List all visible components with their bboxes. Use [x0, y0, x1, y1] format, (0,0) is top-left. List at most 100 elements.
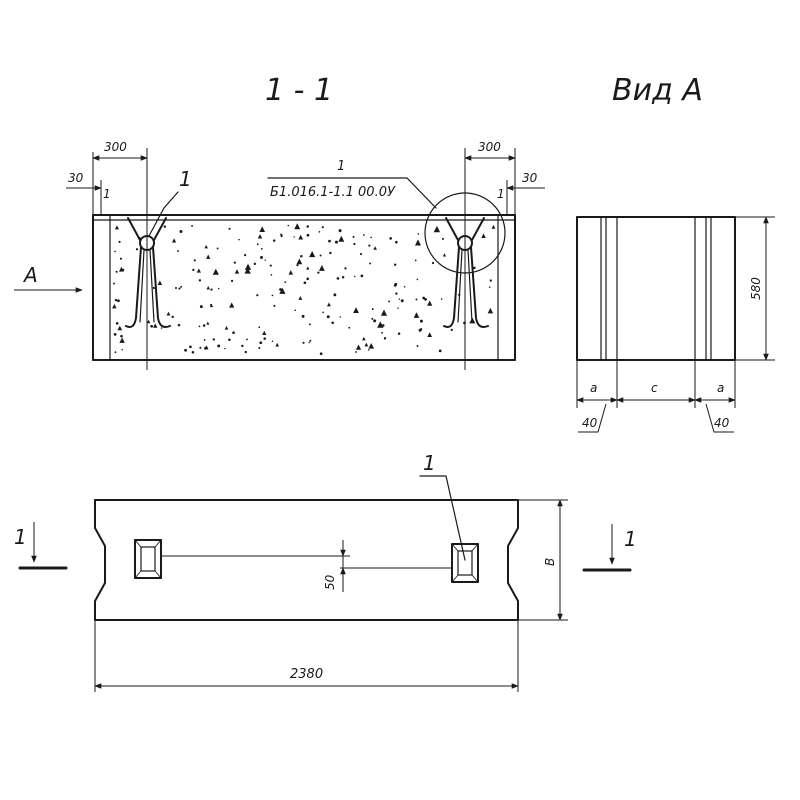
hatch-grain — [294, 223, 301, 230]
end-view-outline — [576, 216, 736, 361]
hatch-dot — [258, 326, 261, 329]
hatch-dot — [293, 236, 295, 238]
hatch-grain — [204, 345, 209, 350]
hatch-grain — [373, 246, 377, 250]
hatch-dot — [269, 264, 272, 267]
end-view: 580 a c a 40 40 — [576, 216, 775, 433]
hatch-dot — [329, 251, 332, 255]
hatch-dot — [121, 349, 123, 351]
hatch-dot — [362, 234, 365, 236]
hatch-dot — [367, 349, 370, 351]
hatch-grain — [355, 344, 362, 350]
view-title: Вид А — [612, 73, 703, 108]
hatch-dot — [294, 309, 296, 312]
hatch-dot — [230, 279, 234, 283]
hatch-dot — [422, 296, 426, 300]
hatch-dot — [256, 294, 259, 297]
hatch-dot — [333, 293, 337, 297]
hatch-dot — [383, 337, 387, 340]
hatch-dot — [150, 324, 154, 328]
hatch-dot — [302, 341, 305, 344]
section-loop-label: 1 — [179, 167, 192, 191]
hatch-dot — [414, 259, 417, 262]
hatch-dot — [309, 339, 312, 342]
hatch-dot — [177, 250, 180, 252]
dim-left-30: 30 — [68, 171, 84, 185]
hatch-dot — [174, 287, 178, 290]
hatch-dot — [344, 267, 347, 270]
hatch-grain — [491, 224, 496, 229]
hatch-grain — [114, 225, 119, 230]
hatch-grain — [244, 267, 251, 274]
hatch-grain — [433, 225, 441, 233]
hatch-dot — [177, 323, 181, 327]
hatch-dot — [359, 252, 363, 256]
hatch-dot — [424, 297, 427, 301]
hatch-dot — [199, 346, 202, 349]
hatch-dot — [400, 299, 404, 303]
hatch-dot — [238, 238, 240, 241]
hatch-grain — [364, 342, 369, 347]
hatch-grain — [206, 254, 211, 259]
hatch-dot — [217, 287, 220, 290]
hatch-dot — [431, 261, 435, 265]
hatch-grain — [353, 307, 359, 314]
hatch-dot — [256, 243, 259, 246]
hatch-dot — [114, 250, 116, 253]
hatch-dot — [178, 287, 181, 290]
hatch-dot — [473, 266, 476, 270]
hatch-grain — [377, 321, 384, 328]
hatch-dot — [319, 254, 322, 257]
plan-loop-label: 1 — [423, 451, 436, 475]
hatch-dot — [397, 332, 401, 335]
hatch-grain — [326, 302, 331, 307]
hatch-dot — [417, 233, 420, 235]
hatch-dot — [115, 270, 118, 273]
hatch-dot — [398, 298, 401, 300]
plan-dim-b: B — [543, 558, 557, 566]
hatch-dot — [284, 281, 287, 284]
hatch-grain — [279, 287, 286, 294]
hatch-dot — [319, 352, 323, 356]
hatch-grain — [117, 325, 123, 331]
hatch-dot — [415, 298, 418, 301]
hatch-grain — [298, 234, 304, 240]
hatch-dot — [287, 224, 290, 227]
section-view: 1 Б1.016.1-1.1 00.0У 1 300 30 1 300 30 1… — [14, 140, 545, 370]
concrete-hatch — [112, 223, 496, 356]
hatch-grain — [206, 321, 210, 325]
hatch-dot — [397, 307, 399, 309]
detail-leader — [267, 177, 437, 209]
plan-left-socket — [134, 539, 162, 579]
hatch-dot — [388, 300, 391, 303]
hatch-dot — [246, 338, 248, 341]
hatch-grain — [481, 233, 486, 239]
hatch-dot — [373, 319, 377, 323]
view-arrow-label: A — [22, 263, 38, 287]
hatch-grain — [257, 234, 263, 239]
hatch-dot — [244, 254, 247, 257]
end-view-height: 580 — [749, 277, 763, 300]
dim-right-1: 1 — [497, 187, 505, 201]
end-view-dim-a-right: a — [717, 381, 724, 395]
hatch-dot — [198, 325, 201, 328]
hatch-grain — [306, 266, 310, 270]
hatch-grain — [209, 303, 214, 308]
hatch-grain — [118, 266, 124, 272]
hatch-dot — [441, 237, 445, 240]
detail-callout-code: Б1.016.1-1.1 00.0У — [270, 185, 396, 200]
hatch-dot — [115, 322, 119, 325]
hatch-dot — [296, 264, 299, 267]
hatch-dot — [241, 344, 244, 348]
section-title: 1 - 1 — [265, 73, 333, 108]
hatch-dot — [260, 248, 263, 250]
hatch-dot — [371, 317, 374, 320]
hatch-dot — [301, 314, 305, 318]
hatch-dot — [191, 350, 195, 354]
hatch-grain — [338, 235, 345, 242]
hatch-grain — [487, 307, 494, 314]
hatch-grain — [157, 280, 163, 286]
hatch-dot — [339, 316, 342, 318]
hatch-grain — [262, 330, 267, 336]
